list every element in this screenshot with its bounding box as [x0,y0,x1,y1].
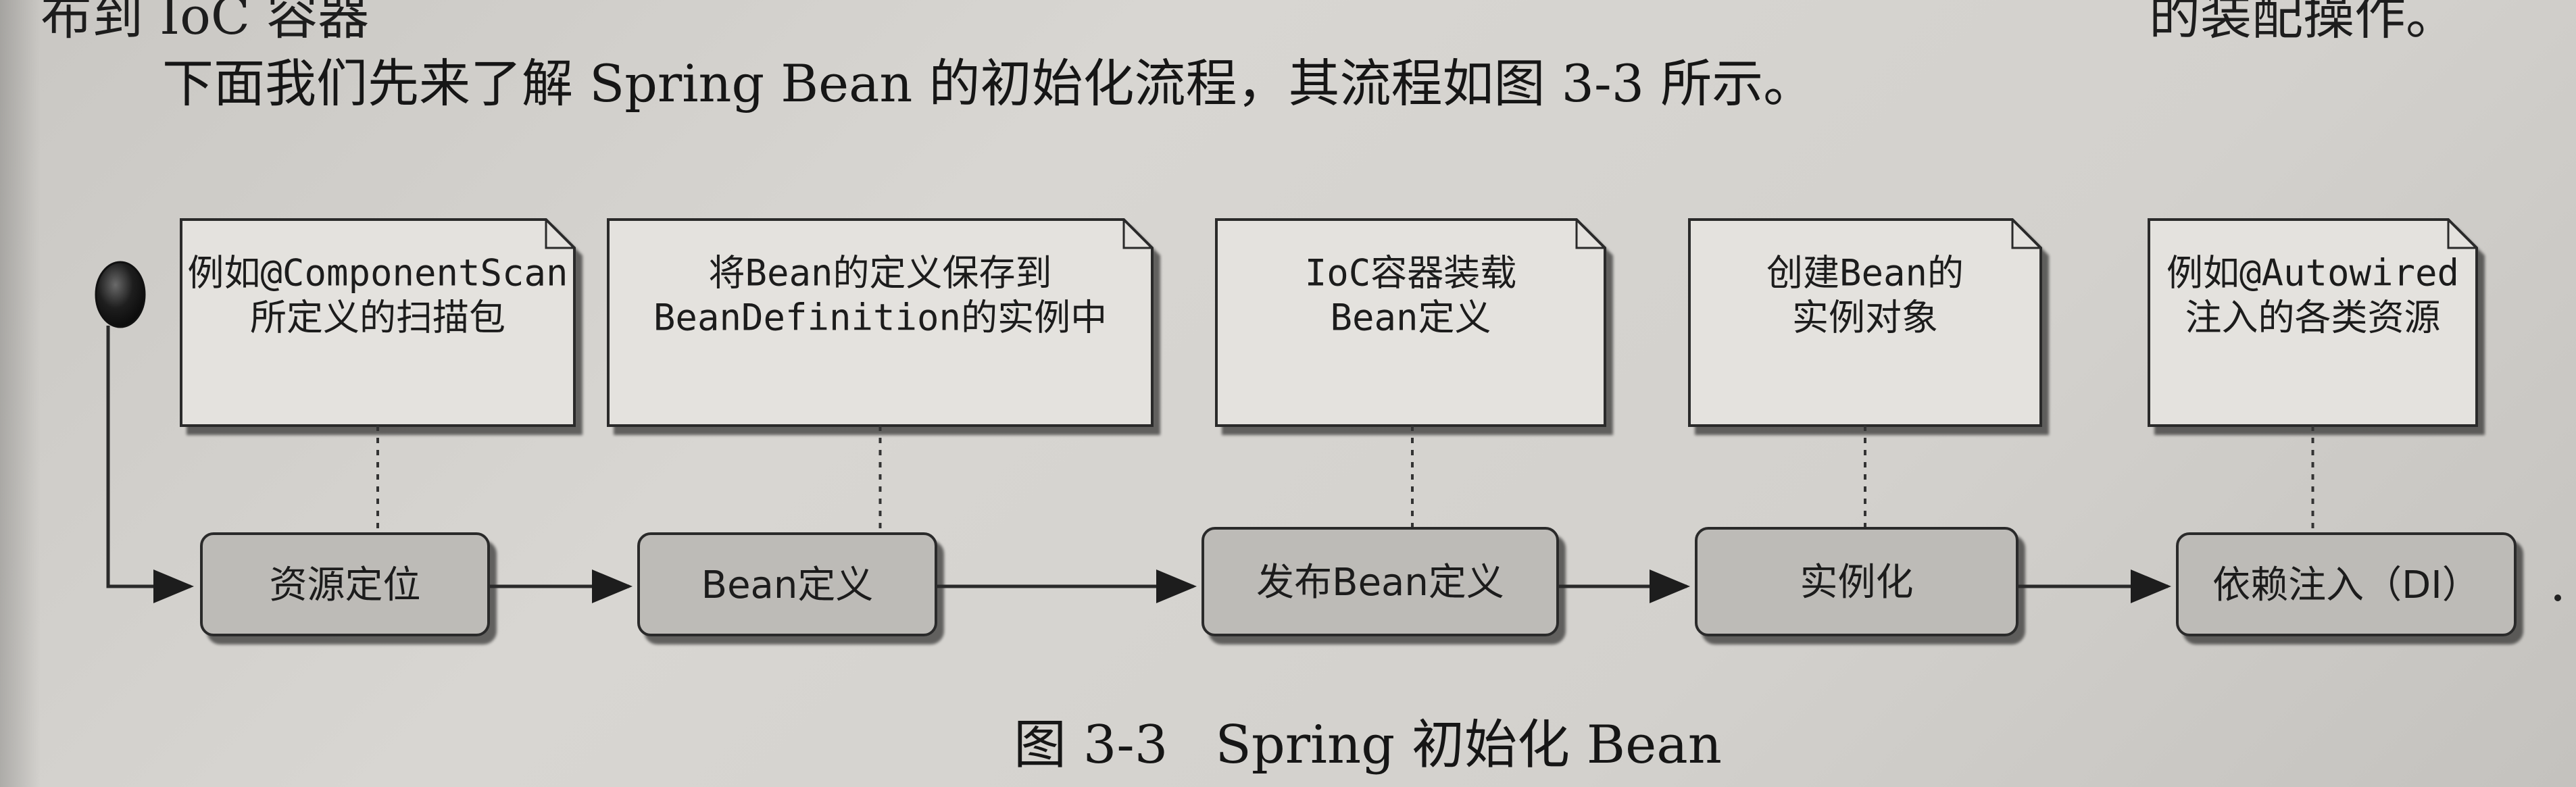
note-body [180,218,576,427]
caption-number: 图 3-3 [1014,715,1168,776]
step-box [1695,527,2018,636]
step-label: Bean定义 [701,563,874,607]
note-line: 例如@Autowired [2166,252,2459,295]
spring-bean-init-diagram: 例如@ComponentScan所定义的扫描包将Bean的定义保存到BeanDe… [95,218,2561,636]
note-line: 例如@ComponentScan [187,252,568,295]
step-locate: 资源定位 [200,532,490,636]
figure-caption: 图 3-3 Spring 初始化 Bean [1014,703,1722,778]
step-box [1202,527,1559,636]
note-fold [2447,220,2477,249]
note-line: 实例对象 [1792,297,1938,339]
note-line: BeanDefinition的实例中 [653,297,1107,339]
step-instantiate: 实例化 [1695,527,2018,636]
step-label: 依赖注入（DI） [2212,563,2480,607]
note-line: 注入的各类资源 [2185,297,2441,339]
note-fold [545,220,574,249]
cropped-top-text-right: 的装配操作。 [2149,0,2457,46]
note-body [1215,218,1606,427]
note-fold [2011,220,2041,249]
step-publish: 发布Bean定义 [1202,527,1559,636]
note-line: 创建Bean的 [1766,252,1964,295]
dotted-connectors [376,426,2314,534]
note-line: 将Bean的定义保存到 [708,252,1051,295]
step-label: 实例化 [1800,561,1914,605]
note-line: Bean定义 [1330,297,1491,339]
cropped-top-text-left: 布到 IoC 容器 [41,0,370,46]
steps-layer: 资源定位 Bean定义 发布Bean定义 实例化 依赖注入（DI） [200,527,2517,636]
page-edge-shadow [0,0,41,787]
note-fold [1575,220,1605,249]
step-label: 资源定位 [270,563,421,607]
step-box [2176,532,2517,636]
note-line: IoC容器装载 [1305,252,1517,295]
trailing-dot [2554,594,2561,601]
step-box [200,532,490,636]
start-node [95,261,146,328]
note-body [2148,218,2478,427]
step-label: 发布Bean定义 [1256,561,1504,605]
notes-layer: 例如@ComponentScan所定义的扫描包将Bean的定义保存到BeanDe… [180,218,2478,427]
step-define: Bean定义 [637,532,937,636]
note-body [1688,218,2042,427]
note-line: 所定义的扫描包 [250,297,505,339]
step-di: 依赖注入（DI） [2176,532,2517,636]
intro-paragraph: 下面我们先来了解 Spring Bean 的初始化流程，其流程如图 3-3 所示… [162,53,1815,113]
caption-title: Spring 初始化 Bean [1215,715,1722,776]
note-fold [1122,220,1152,249]
note-body [607,218,1154,427]
step-box [637,532,937,636]
start-connector [106,326,194,603]
